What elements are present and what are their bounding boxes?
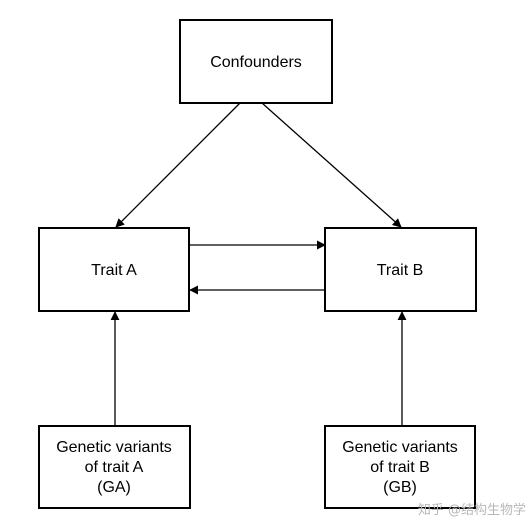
- node-genetic-variants-b-line-1: Genetic variants: [342, 439, 458, 456]
- node-genetic-variants-b-box: [324, 425, 476, 509]
- node-genetic-variants-b-line-3: (GB): [383, 479, 417, 496]
- node-genetic-variants-a-line-2: of trait A: [85, 459, 144, 476]
- node-confounders-label: Confounders: [210, 54, 302, 71]
- node-trait-a-label: Trait A: [91, 262, 137, 279]
- node-genetic-variants-a-box: [38, 425, 191, 509]
- edge-confounders-to-trait-b: [261, 102, 402, 228]
- node-trait-a-box: [38, 227, 190, 312]
- node-genetic-variants-a: Genetic variants of trait A (GA): [38, 425, 191, 509]
- node-genetic-variants-b-line-2: of trait B: [370, 459, 430, 476]
- watermark-text: 知乎 @结构生物学: [418, 502, 526, 518]
- node-trait-b: Trait B: [324, 227, 477, 312]
- node-trait-b-label: Trait B: [377, 262, 424, 279]
- node-genetic-variants-a-line-1: Genetic variants: [56, 439, 172, 456]
- node-confounders: Confounders: [179, 19, 333, 104]
- node-genetic-variants-b: Genetic variants of trait B (GB): [324, 425, 476, 509]
- node-confounders-box: [179, 19, 333, 104]
- node-trait-b-box: [324, 227, 477, 312]
- edge-confounders-to-trait-a: [115, 102, 241, 228]
- node-genetic-variants-a-line-3: (GA): [97, 479, 131, 496]
- edges: [110, 102, 407, 426]
- node-trait-a: Trait A: [38, 227, 190, 312]
